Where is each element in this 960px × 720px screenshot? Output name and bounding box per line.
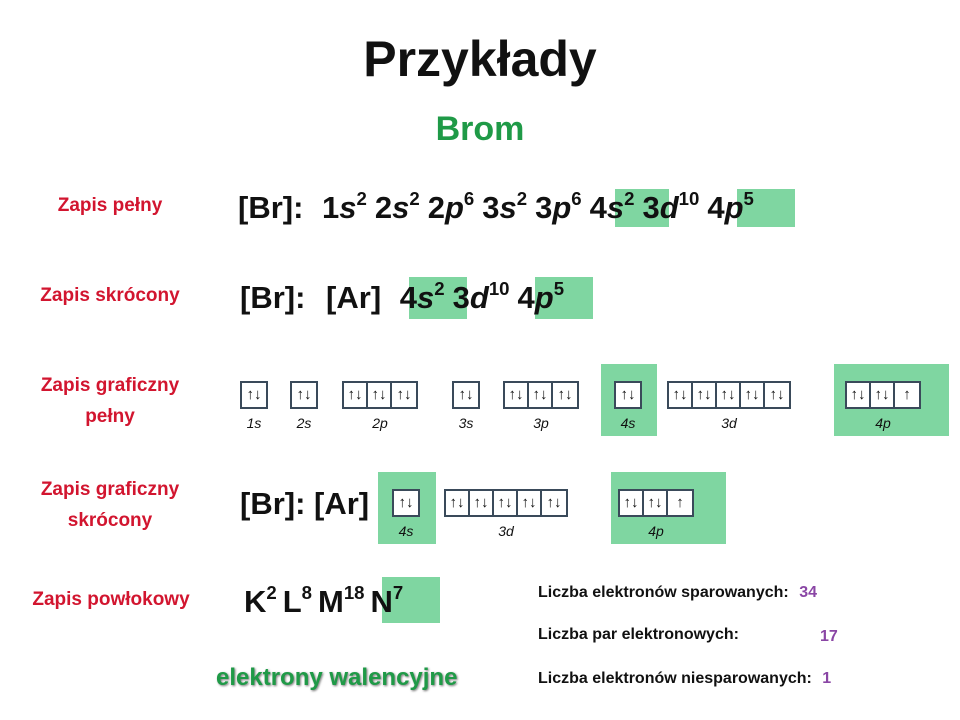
orbital-cell: ↑↓ [871, 383, 895, 407]
full-config-term: 2s2 [374, 187, 420, 225]
short-orbital-3d: ↑↓↑↓↑↓↑↓↑↓ [444, 489, 568, 517]
label-graph-short: Zapis graficzny skrócony [10, 474, 210, 536]
orbital-cell: ↑↓ [296, 386, 312, 403]
full-orbital-label: 2p [372, 415, 388, 431]
label-shell: Zapis powłokowy [32, 589, 190, 610]
label-graph-full: Zapis graficzny pełny [10, 370, 210, 432]
orbital-cell: ↑↓ [368, 383, 392, 407]
prefix-br-ar: [Br]: [Ar] [240, 486, 370, 521]
orbital-cell: ↑↓ [717, 383, 741, 407]
full-orbital-4s: ↑↓ [614, 381, 642, 409]
orbital-cell: ↑↓ [669, 383, 693, 407]
full-orbital-label: 3s [458, 415, 474, 431]
stat-pairs: Liczba par elektronowych: [538, 626, 739, 644]
label-graph-full-line2: pełny [85, 406, 135, 427]
full-config-term: 2p6 [427, 187, 475, 225]
stat-paired-label: Liczba elektronów sparowanych: [538, 584, 789, 601]
shell-term: K2 [244, 581, 277, 619]
orbital-cell: ↑ [903, 386, 911, 403]
element-name: Brom [435, 110, 525, 148]
full-config-term: 3s2 [482, 187, 528, 225]
label-graph-short-line2: skrócony [67, 510, 153, 531]
stat-paired: Liczba elektronów sparowanych: 34 [538, 584, 817, 602]
short-orbital-label: 3d [498, 523, 514, 539]
short-config-term: 4s2 [399, 277, 445, 315]
orbital-cell: ↑↓ [344, 383, 368, 407]
orbital-cell: ↑ [676, 494, 684, 511]
short-config-term: 3d10 [452, 277, 510, 315]
orbital-cell: ↑↓ [518, 491, 542, 515]
orbital-cell: ↑↓ [769, 386, 785, 403]
orbital-cell: ↑↓ [557, 386, 573, 403]
short-orbital-4s: ↑↓ [392, 489, 420, 517]
full-orbital-4p: ↑↓↑↓ ↑ [845, 381, 921, 409]
full-orbital-3p: ↑↓↑↓↑↓ [503, 381, 579, 409]
orbital-cell: ↑↓ [246, 386, 262, 403]
stat-pairs-label: Liczba par elektronowych: [538, 626, 739, 643]
full-orbital-label: 4p [875, 415, 891, 431]
orbital-cell: ↑↓ [741, 383, 765, 407]
full-orbital-label: 4s [620, 415, 636, 431]
label-graph-full-line1: Zapis graficzny [40, 375, 180, 396]
orbital-cell: ↑↓ [620, 491, 644, 515]
orbital-cell: ↑↓ [620, 386, 636, 403]
full-orbital-label: 3d [721, 415, 737, 431]
shell-term: L8 [282, 581, 313, 619]
shell-term: N7 [370, 581, 404, 619]
stat-unpaired-label: Liczba elektronów niesparowanych: [538, 670, 812, 687]
stat-unpaired: Liczba elektronów niesparowanych: 1 [538, 670, 831, 688]
full-orbital-3s: ↑↓ [452, 381, 480, 409]
prefix-br: [Br]: [238, 190, 304, 225]
full-orbital-1s: ↑↓ [240, 381, 268, 409]
orbital-cell: ↑↓ [529, 383, 553, 407]
short-orbital-4p: ↑↓↑↓ ↑ [618, 489, 694, 517]
short-orbital-label: 4s [398, 523, 414, 539]
label-graph-short-line1: Zapis graficzny [40, 479, 180, 500]
orbital-cell: ↑↓ [446, 491, 470, 515]
full-orbital-label: 1s [246, 415, 262, 431]
orbital-cell: ↑↓ [546, 494, 562, 511]
orbital-cell: ↑↓ [458, 386, 474, 403]
prefix-ar: [Ar] [326, 280, 382, 315]
orbital-cell: ↑↓ [693, 383, 717, 407]
page-title: Przykłady [363, 31, 597, 87]
highlight-4s-short [409, 277, 467, 319]
label-full: Zapis pełny [57, 195, 163, 216]
short-config-term: 4p5 [517, 277, 565, 315]
full-config-term: 4s2 [589, 187, 635, 225]
full-orbital-3d: ↑↓↑↓↑↓↑↓↑↓ [667, 381, 791, 409]
orbital-cell: ↑↓ [470, 491, 494, 515]
highlight-4p [737, 189, 795, 227]
stat-unpaired-value: 1 [822, 670, 832, 687]
highlight-4s [615, 189, 669, 227]
label-short: Zapis skrócony [40, 285, 180, 306]
full-config-term: 3d10 [642, 187, 700, 225]
stat-paired-value: 34 [799, 584, 817, 601]
full-orbital-2s: ↑↓ [290, 381, 318, 409]
orbital-cell: ↑↓ [644, 491, 668, 515]
full-orbital-2p: ↑↓↑↓↑↓ [342, 381, 418, 409]
full-orbital-label: 2s [296, 415, 312, 431]
full-config-term: 1s2 [322, 187, 367, 225]
short-orbital-label: 4p [648, 523, 664, 539]
stat-pairs-value: 17 [820, 628, 838, 645]
full-config-term: 3p6 [535, 187, 582, 225]
valence-electrons-label: elektrony walencyjne [216, 664, 458, 691]
full-orbital-label: 3p [533, 415, 549, 431]
highlight-4p-short [535, 277, 593, 319]
orbital-cell: ↑↓ [847, 383, 871, 407]
highlight-shell-n [382, 577, 440, 623]
prefix-br-short: [Br]: [240, 280, 306, 315]
orbital-cell: ↑↓ [494, 491, 518, 515]
shell-term: M18 [318, 581, 365, 619]
orbital-cell: ↑↓ [505, 383, 529, 407]
orbital-cell: ↑↓ [396, 386, 412, 403]
orbital-cell: ↑↓ [398, 494, 414, 511]
full-config-term: 4p5 [707, 187, 754, 225]
